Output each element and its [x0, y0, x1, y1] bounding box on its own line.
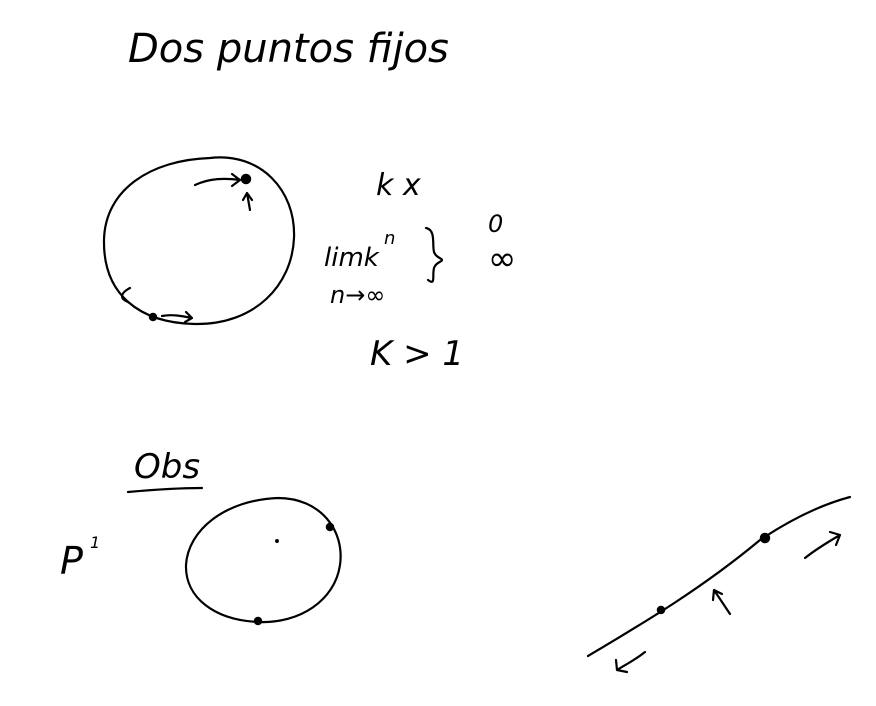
limit-result-zero: 0 — [488, 210, 503, 238]
limit-label: limk — [324, 243, 380, 273]
curly-brace — [424, 226, 444, 283]
limit-subscript: n→∞ — [330, 281, 385, 309]
page-title: Dos puntos fijos — [128, 26, 449, 72]
line-point-left — [656, 605, 666, 615]
top-circle-diagram — [102, 156, 296, 326]
multiplier-label: k x — [376, 168, 421, 203]
arrow-right-from-bottom-point — [160, 310, 194, 324]
hook-arrow-left-of-bottom-point — [121, 286, 132, 304]
bottom-circle — [184, 496, 342, 624]
obs-heading: Obs — [134, 447, 200, 487]
bottom-circle-point-right — [325, 522, 335, 532]
top-circle — [102, 156, 296, 326]
bottom-circle-point-bottom — [253, 616, 263, 626]
fixed-point-top — [240, 173, 252, 185]
bottom-circle-diagram — [184, 496, 342, 626]
condition-label: K > 1 — [370, 334, 464, 374]
arrow-up-under-top-point — [241, 191, 254, 212]
fixed-point-bottom — [148, 312, 158, 322]
limit-result-infinity: ∞ — [488, 239, 516, 279]
projective-line-label: P — [60, 539, 83, 583]
limit-exponent: n — [384, 228, 395, 249]
projective-line-superscript: 1 — [90, 533, 100, 552]
arrow-up-right — [803, 530, 842, 560]
arrow-down-left — [614, 650, 647, 674]
projective-line — [586, 495, 852, 658]
arrow-right-to-top-point — [193, 172, 242, 188]
line-diagram — [586, 495, 852, 674]
arrow-up-to-line — [711, 588, 732, 616]
bottom-circle-center-mark — [275, 539, 279, 543]
obs-underline — [126, 486, 204, 494]
line-point-right — [759, 532, 771, 544]
